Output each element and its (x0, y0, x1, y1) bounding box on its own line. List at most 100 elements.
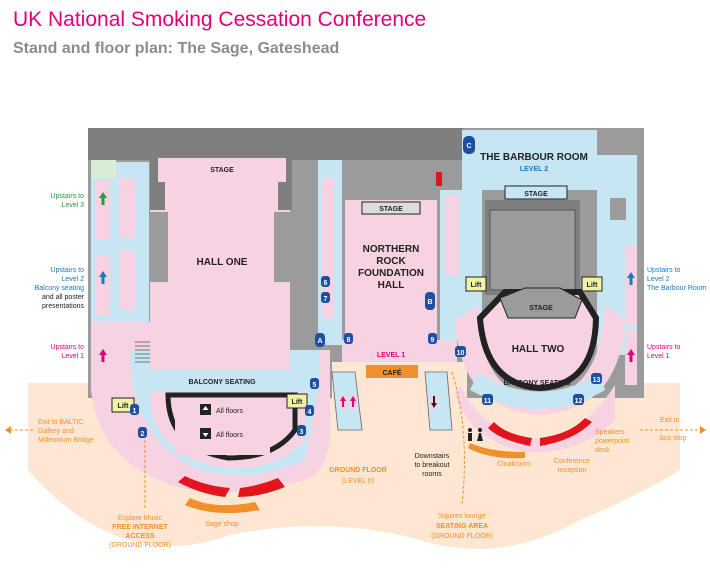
balcony-seating-1-label: BALCONY SEATING (188, 379, 256, 386)
lift-right-1-label: Lift (471, 282, 483, 289)
lift-left-label: Lift (118, 403, 130, 410)
sage-shop-label: Sage shop (205, 521, 239, 528)
stand-11[interactable] (482, 394, 493, 405)
page-subtitle: Stand and floor plan: The Sage, Gateshea… (13, 40, 340, 57)
balcony-seating-1 (140, 370, 310, 390)
arrow-up-magenta-left (99, 349, 107, 362)
hall-one-room (150, 155, 290, 370)
stand-11-label: 11 (484, 398, 492, 405)
northern-rock-label-1: NORTHERN (363, 244, 420, 255)
all-floors-1: All floors (216, 408, 243, 415)
lift-right-2 (581, 276, 603, 292)
red-stands-right (488, 422, 532, 446)
exit-bus-line1: Exit to (660, 417, 680, 424)
arrow-up-green (99, 192, 107, 205)
arrow-up-magenta-right (627, 349, 635, 362)
conference-line2: reception (558, 467, 587, 474)
exit-baltic-line3: Millennium Bridge (38, 437, 94, 444)
exit-arrow-right (640, 426, 706, 434)
stand-A[interactable] (315, 333, 325, 347)
stand-5[interactable] (310, 378, 319, 389)
balcony-seating-2-label: BALCONY SEATING (503, 380, 571, 387)
stand-4-label: 4 (308, 409, 312, 416)
sage-shop-area (185, 498, 260, 514)
upstairs-l1-left-line2: Level 1 (61, 353, 84, 360)
hall-one-label: HALL ONE (197, 257, 248, 268)
right-wing-ground (455, 385, 615, 453)
conference-line1: Conference (554, 458, 590, 465)
stand-10[interactable] (455, 346, 466, 357)
hall-one-stage-label: STAGE (210, 167, 234, 174)
lift-icon-1 (200, 404, 211, 415)
exit-baltic-line1: Exit to BALTIC (38, 419, 83, 426)
all-floors-2: All floors (216, 432, 243, 439)
stand-12-label: 12 (575, 398, 583, 405)
stand-A-label: A (317, 338, 322, 345)
downstairs-line2: to breakout (414, 462, 449, 469)
ground-floor-label: GROUND FLOOR (329, 467, 387, 474)
barbour-room (462, 130, 597, 190)
stand-8-label: 8 (347, 337, 351, 344)
stand-10-label: 10 (457, 350, 465, 357)
stand-12[interactable] (573, 394, 584, 405)
stand-B[interactable] (425, 292, 435, 310)
stand-7-label: 7 (324, 296, 328, 303)
upstairs-l2-right-line2: Level 2 (647, 276, 670, 283)
exit-arrow-left (5, 426, 35, 434)
stand-1-label: 1 (133, 408, 137, 415)
upstairs-l3-line1: Upstairs to (51, 193, 85, 200)
stand-4[interactable] (305, 405, 314, 416)
lift-icon-2 (200, 428, 211, 439)
stand-7[interactable] (321, 292, 330, 303)
hall-two-stage-label: STAGE (529, 305, 553, 312)
lift-center-left (286, 393, 308, 409)
stand-6[interactable] (321, 276, 330, 287)
northern-rock-label-2: ROCK (376, 256, 406, 267)
stand-2[interactable] (138, 427, 147, 438)
lift-right-2-label: Lift (587, 282, 599, 289)
upstairs-l1-right-line2: Level 1 (647, 353, 670, 360)
lift-center-left-label: Lift (292, 399, 304, 406)
ground-floor-sub-label: (LEVEL 0) (342, 478, 374, 485)
downstairs-line3: rooms (422, 471, 442, 478)
stand-13-label: 13 (593, 377, 601, 384)
squires-line1: 'Squires lounge' (437, 513, 486, 520)
stand-9[interactable] (428, 333, 437, 344)
red-stands-left (178, 476, 230, 497)
stand-C[interactable] (463, 136, 475, 154)
toilets-icon (468, 428, 483, 441)
poster-line2: presentations (42, 303, 85, 310)
upstairs-l2-line3: Balcony seating (35, 285, 85, 292)
level2-label: LEVEL 2 (520, 166, 548, 173)
barbour-stage-label: STAGE (524, 191, 548, 198)
upstairs-l1-left-line1: Upstairs to (51, 344, 85, 351)
stand-3-label: 3 (300, 429, 304, 436)
stairs-left (135, 341, 150, 363)
stand-13[interactable] (591, 373, 602, 384)
explore-line4: (GROUND FLOOR) (109, 542, 171, 549)
explore-line2: FREE INTERNET (112, 524, 168, 531)
explore-line3: ACCESS (125, 533, 155, 540)
stand-5-label: 5 (313, 382, 317, 389)
upstairs-l2-right-line1: Upstairs to (647, 267, 681, 274)
stand-1[interactable] (130, 404, 139, 415)
arrow-up-blue-left (99, 271, 107, 284)
upstairs-l2-line1: Upstairs to (51, 267, 85, 274)
stand-9-label: 9 (431, 337, 435, 344)
arrow-up-blue-right (627, 272, 635, 285)
stand-3[interactable] (297, 425, 306, 436)
lift-right-1 (465, 276, 487, 292)
exit-bus-line2: bus stop (660, 435, 687, 442)
page-title: UK National Smoking Cessation Conference (13, 8, 427, 31)
exit-baltic-line2: Gallery and (38, 428, 74, 435)
red-marker (436, 172, 442, 186)
stand-8[interactable] (344, 333, 353, 344)
barbour-room-label: THE BARBOUR ROOM (480, 152, 588, 163)
northern-stage-label: STAGE (379, 206, 403, 213)
stand-markers: 1 2 3 4 5 6 7 8 9 10 11 12 13 A B C (130, 136, 602, 438)
speakers-line2: powerpoint (595, 438, 629, 445)
upstairs-l2-right-line3: The Barbour Room (647, 285, 707, 292)
northern-rock-hall (345, 200, 437, 340)
hall-two-label: HALL TWO (512, 344, 565, 355)
squires-line2: SEATING AREA (436, 523, 488, 530)
